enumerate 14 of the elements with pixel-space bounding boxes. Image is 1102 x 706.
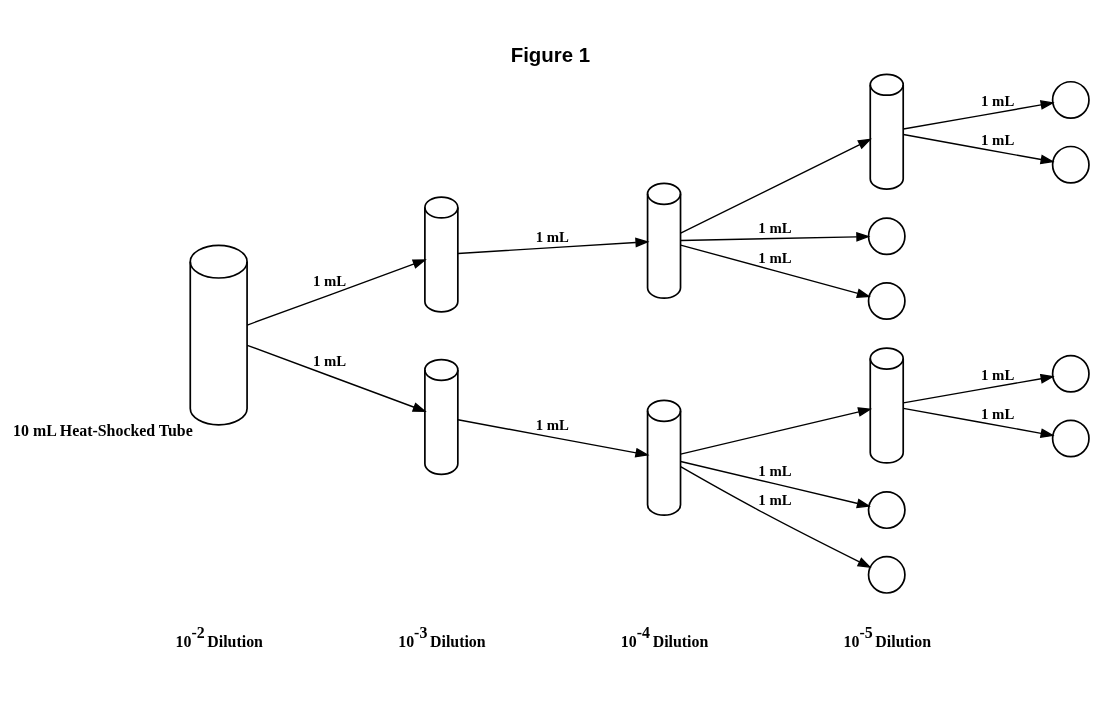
edge-label: 1 mL xyxy=(312,272,347,289)
edge-label: 1 mL xyxy=(535,229,569,246)
diagram-title: Figure 1 xyxy=(510,43,591,67)
edge-label: 1 mL xyxy=(981,131,1015,148)
edge-label: 1 mL xyxy=(981,93,1015,110)
edge-label: 1 mL xyxy=(758,463,792,480)
edge-label: 1 mL xyxy=(312,353,347,370)
edge-label: 1 mL xyxy=(981,405,1015,422)
edge-label: 1 mL xyxy=(758,220,792,237)
edge-label: 1 mL xyxy=(758,249,792,266)
edge-label: 1 mL xyxy=(981,366,1015,383)
edge-label: 1 mL xyxy=(535,416,569,433)
node-label: 10 mL Heat-Shocked Tube xyxy=(13,422,193,440)
edge-label: 1 mL xyxy=(758,491,792,508)
